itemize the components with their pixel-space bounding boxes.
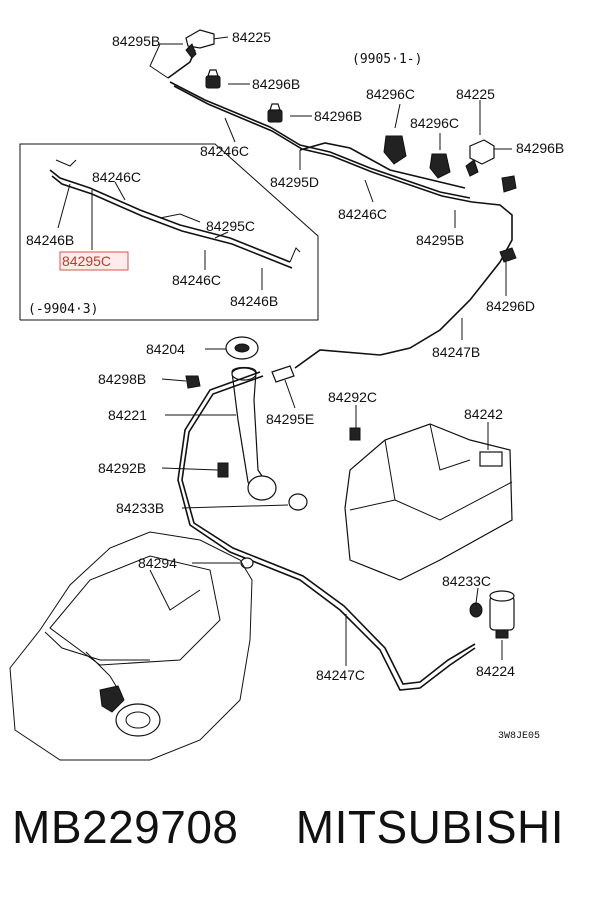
label-84296B-a: 84296B <box>252 76 300 92</box>
inset-label-84246B-b: 84246B <box>230 293 278 309</box>
label-84295E: 84295E <box>266 411 314 427</box>
serial-range-old: (-9904·3) <box>28 302 98 317</box>
label-84292B: 84292B <box>98 460 146 476</box>
label-84295B-mid: 84295B <box>416 232 464 248</box>
label-84295B-top: 84295B <box>112 33 160 49</box>
label-84225-top: 84225 <box>232 29 271 45</box>
footer-caption: MB229708 MITSUBISHI <box>12 800 592 870</box>
label-84221: 84221 <box>108 407 147 423</box>
serial-range-new: (9905·1-) <box>352 52 422 67</box>
label-84298B: 84298B <box>98 371 146 387</box>
label-84246C-a: 84246C <box>200 143 249 159</box>
brand-name: MITSUBISHI <box>295 801 565 853</box>
inset-label-84295C: 84295C <box>206 218 255 234</box>
label-84233C: 84233C <box>442 573 491 589</box>
vehicle-outline <box>9 531 253 761</box>
inset-label-84295C-highlighted: 84295C <box>62 253 111 269</box>
reservoir-cap-84204 <box>225 336 259 360</box>
label-84296D: 84296D <box>486 298 535 314</box>
inset-label-84246C-b: 84246C <box>172 272 221 288</box>
grommet-84294 <box>240 557 254 569</box>
clip-84296C-a <box>383 135 407 165</box>
label-84242: 84242 <box>464 406 503 422</box>
label-84296B-c: 84296B <box>516 140 564 156</box>
label-84296C-b: 84296C <box>410 115 459 131</box>
inset-label-84246C-a: 84246C <box>92 169 141 185</box>
inset-label-84246B-a: 84246B <box>26 232 74 248</box>
nozzle-84225-right <box>465 139 495 177</box>
highlight-box <box>59 251 129 271</box>
label-84247B: 84247B <box>432 344 480 360</box>
drawing-code: 3W8JE05 <box>498 731 540 742</box>
washer-pump-84224 <box>489 590 515 639</box>
label-84247C: 84247C <box>316 667 365 683</box>
part-number: MB229708 <box>12 801 239 853</box>
label-84296C-a: 84296C <box>366 86 415 102</box>
clip-84292B <box>217 462 229 478</box>
clip-84296B-a <box>205 69 221 89</box>
grommet-84233C <box>469 602 483 618</box>
nozzle-84225-top <box>185 29 215 59</box>
clip-84296B-b <box>267 103 283 123</box>
washer-tank-84242 <box>344 423 513 581</box>
clip-84296C-b <box>429 153 451 179</box>
label-84295D: 84295D <box>270 174 319 190</box>
label-84294: 84294 <box>138 555 177 571</box>
label-84204: 84204 <box>146 341 185 357</box>
label-84224: 84224 <box>476 663 515 679</box>
clip-84292C <box>349 427 361 441</box>
grommet-84233B <box>288 493 308 511</box>
label-84296B-b: 84296B <box>314 108 362 124</box>
label-84233B: 84233B <box>116 500 164 516</box>
bolt-84298B <box>185 375 201 389</box>
label-84292C: 84292C <box>328 389 377 405</box>
clip-84296D <box>499 247 517 263</box>
label-84246C-b: 84246C <box>338 206 387 222</box>
clip-84296B-c <box>501 175 517 193</box>
label-84225-right: 84225 <box>456 86 495 102</box>
